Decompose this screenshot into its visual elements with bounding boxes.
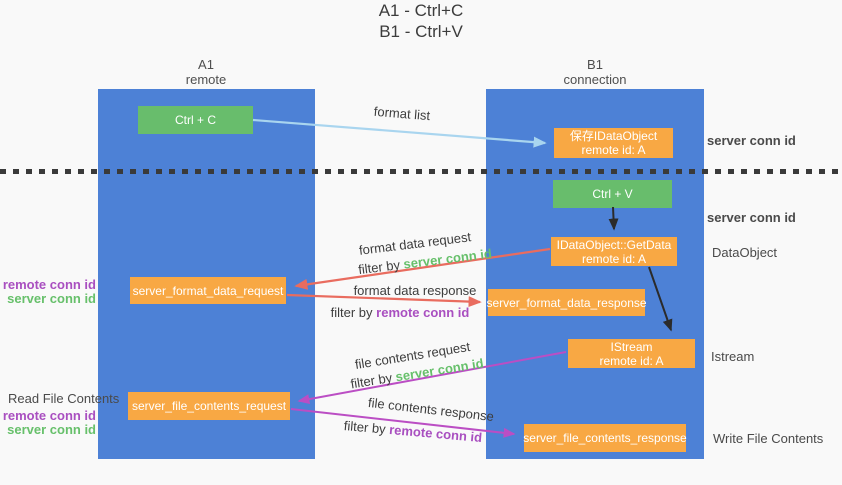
filter-by-text: filter by [330, 305, 373, 320]
getdata-box: IDataObject::GetData remote id: A [551, 237, 677, 266]
left-conn-id-pair-bottom: remote conn id server conn id [0, 409, 96, 437]
istream-box: IStream remote id: A [568, 339, 695, 368]
box-line: IStream [610, 339, 653, 354]
box-line: remote id: A [599, 353, 664, 368]
diagram-title: A1 - Ctrl+C B1 - Ctrl+V [0, 0, 842, 42]
istream-annotation: Istream [711, 349, 755, 364]
box-line: server_file_contents_request [131, 399, 287, 413]
server-conn-id-annotation-top: server conn id [707, 133, 796, 148]
server-conn-id-annotation: server conn id [7, 422, 96, 437]
save-dataobject-box: 保存IDataObject remote id: A [554, 128, 673, 158]
remote-conn-id-text: remote conn id [388, 421, 483, 446]
remote-conn-id-annotation: remote conn id [2, 408, 96, 423]
server-file-contents-request-box: server_file_contents_request [128, 392, 290, 420]
dataobject-annotation: DataObject [712, 245, 778, 260]
ctrl-c-box: Ctrl + C [138, 106, 253, 134]
read-file-contents-annotation: Read File Contents [8, 391, 120, 406]
dotted-separator-line [0, 169, 842, 174]
format-list-label: format list [373, 103, 431, 124]
left-column-subtitle: remote [185, 72, 227, 87]
right-column-header: B1 connection [535, 57, 655, 87]
ctrl-v-box: Ctrl + V [553, 180, 672, 208]
box-line: remote id: A [581, 143, 646, 157]
filter-by-text: filter by [343, 417, 387, 437]
server-conn-id-annotation: server conn id [7, 291, 96, 306]
left-column-name: A1 [198, 57, 214, 72]
box-line: 保存IDataObject [569, 129, 658, 143]
title-line-1: A1 - Ctrl+C [378, 1, 464, 20]
left-conn-id-pair-mid: remote conn id server conn id [0, 278, 96, 306]
box-line: server_format_data_response [486, 295, 647, 310]
filter-by-remote-conn-id-label: filter by remote conn id [330, 305, 470, 320]
write-file-contents-annotation: Write File Contents [713, 431, 824, 446]
box-line: server_file_contents_response [523, 431, 687, 445]
filter-by-text: filter by [357, 257, 401, 278]
server-format-data-response-box: server_format_data_response [486, 289, 647, 316]
right-column-subtitle: connection [563, 72, 627, 87]
box-line: remote id: A [581, 251, 647, 266]
server-conn-id-annotation-mid: server conn id [707, 210, 796, 225]
remote-conn-id-text: remote conn id [376, 305, 470, 320]
ctrl-c-label: Ctrl + C [174, 113, 216, 127]
title-line-2: B1 - Ctrl+V [379, 22, 463, 41]
filter-by-text: filter by [349, 370, 394, 392]
remote-conn-id-annotation: remote conn id [2, 277, 96, 292]
server-format-data-request-box: server_format_data_request [130, 277, 286, 304]
server-file-contents-response-box: server_file_contents_response [523, 424, 687, 452]
right-column-name: B1 [587, 57, 603, 72]
box-line: server_format_data_request [132, 283, 284, 298]
ctrl-v-label: Ctrl + V [592, 187, 633, 201]
box-line: IDataObject::GetData [556, 237, 672, 252]
format-data-response-label: format data response [353, 283, 477, 298]
filter-by-remote-conn-id-label-2: filter by remote conn id [338, 417, 489, 445]
left-column-header: A1 remote [146, 57, 266, 87]
